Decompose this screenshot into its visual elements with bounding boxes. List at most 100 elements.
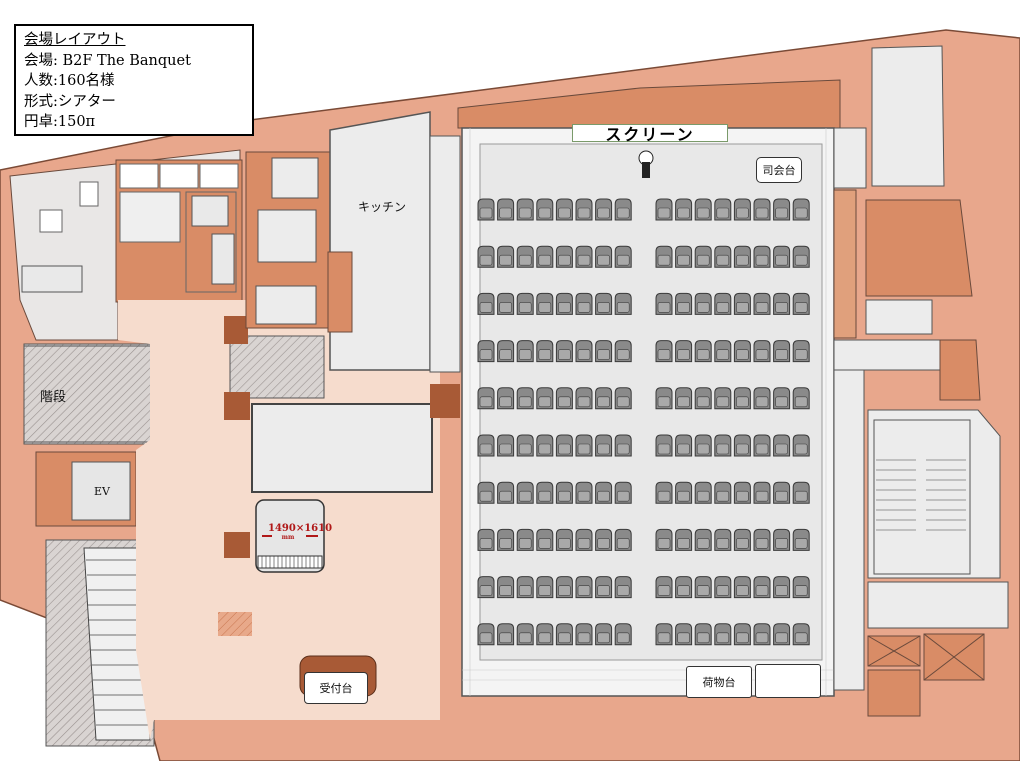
screen-label: スクリーン: [572, 124, 728, 144]
chair-seat: [755, 632, 769, 644]
chair-seat: [538, 632, 552, 644]
chair-seat: [775, 207, 788, 219]
chair-seat: [499, 538, 512, 549]
elevator-label: EV: [94, 485, 110, 498]
chair-seat: [775, 538, 788, 549]
chair-seat: [577, 254, 591, 266]
chair-seat: [755, 585, 769, 596]
chair-seat: [716, 349, 730, 360]
chair-seat: [538, 254, 552, 266]
piano: [255, 499, 325, 573]
chair-seat: [677, 349, 690, 360]
chair-seat: [755, 396, 769, 408]
chair-seat: [499, 349, 512, 360]
chair-seat: [696, 632, 710, 644]
chair-seat: [794, 490, 808, 502]
chair-seat: [558, 585, 571, 596]
chair-seat: [794, 302, 808, 313]
chair-seat: [657, 443, 671, 455]
chair-seat: [794, 396, 808, 408]
chair-seat: [499, 302, 512, 313]
mc-stand: 司会台: [756, 157, 802, 183]
chair-seat: [616, 490, 630, 502]
chair-seat: [716, 396, 730, 408]
chair-seat: [558, 254, 571, 266]
chair-seat: [755, 490, 769, 502]
chair-seat: [657, 490, 671, 502]
podium-icon: [638, 150, 654, 178]
chair-seat: [616, 207, 630, 219]
chair-seat: [677, 490, 690, 502]
chair-seat: [538, 302, 552, 313]
chair-seat: [677, 585, 690, 596]
chair-seat: [479, 585, 493, 596]
chair-seat: [558, 396, 571, 408]
chair-seat: [736, 396, 749, 408]
chair-seat: [577, 538, 591, 549]
chair-seat: [616, 302, 630, 313]
chair-seat: [538, 349, 552, 360]
info-capacity: 人数:160名様: [24, 73, 115, 89]
chair-seat: [716, 632, 730, 644]
chair-seat: [775, 443, 788, 455]
chair-seat: [677, 207, 690, 219]
chair-seat: [696, 302, 710, 313]
chair-seat: [597, 396, 610, 408]
chair-seat: [716, 254, 730, 266]
reception-desk: 受付台: [304, 672, 368, 704]
chair-seat: [716, 443, 730, 455]
chair-seat: [755, 302, 769, 313]
chair-seat: [577, 443, 591, 455]
chair-seat: [794, 443, 808, 455]
chair-seat: [616, 254, 630, 266]
chair-seat: [479, 632, 493, 644]
chair-seat: [558, 490, 571, 502]
kitchen-label: キッチン: [358, 200, 407, 214]
stairs-left: [23, 343, 159, 445]
chair-seat: [479, 538, 493, 549]
chair-seat: [716, 490, 730, 502]
chair-seat: [657, 349, 671, 360]
chair-seat: [597, 538, 610, 549]
chair-seat: [696, 538, 710, 549]
chair-seat: [597, 254, 610, 266]
chair-seat: [597, 585, 610, 596]
chair-seat: [479, 349, 493, 360]
chair-seat: [616, 443, 630, 455]
info-box: 会場レイアウト 会場: B2F The Banquet 人数:160名様 形式:…: [14, 24, 254, 136]
stairs-label: 階段: [40, 390, 67, 405]
info-round-tables: 円卓:150π: [24, 114, 96, 130]
chair-seat: [499, 443, 512, 455]
chair-seat: [616, 349, 630, 360]
chair-seat: [755, 254, 769, 266]
chair-seat: [736, 443, 749, 455]
chair-seat: [479, 302, 493, 313]
chair-seat: [794, 207, 808, 219]
chair-seat: [696, 585, 710, 596]
luggage-table-extra: [755, 664, 821, 698]
chair-seat: [518, 302, 532, 313]
chair-seat: [755, 443, 769, 455]
chair-seat: [755, 349, 769, 360]
chair-seat: [755, 207, 769, 219]
chair-seat: [597, 207, 610, 219]
chair-seat: [736, 538, 749, 549]
chair-seat: [677, 538, 690, 549]
chair-seat: [577, 632, 591, 644]
chair-seat: [479, 396, 493, 408]
chair-seat: [499, 585, 512, 596]
chair-seat: [755, 538, 769, 549]
chair-seat: [716, 207, 730, 219]
chair-seat: [696, 443, 710, 455]
luggage-table: 荷物台: [686, 666, 752, 698]
stairs-right: [867, 409, 1001, 579]
chair-seat: [696, 490, 710, 502]
chair-seat: [716, 585, 730, 596]
chair-seat: [597, 490, 610, 502]
info-venue: 会場: B2F The Banquet: [24, 52, 191, 69]
chair-seat: [775, 396, 788, 408]
chair-seat: [794, 585, 808, 596]
chair-seat: [716, 538, 730, 549]
chair-seat: [597, 349, 610, 360]
